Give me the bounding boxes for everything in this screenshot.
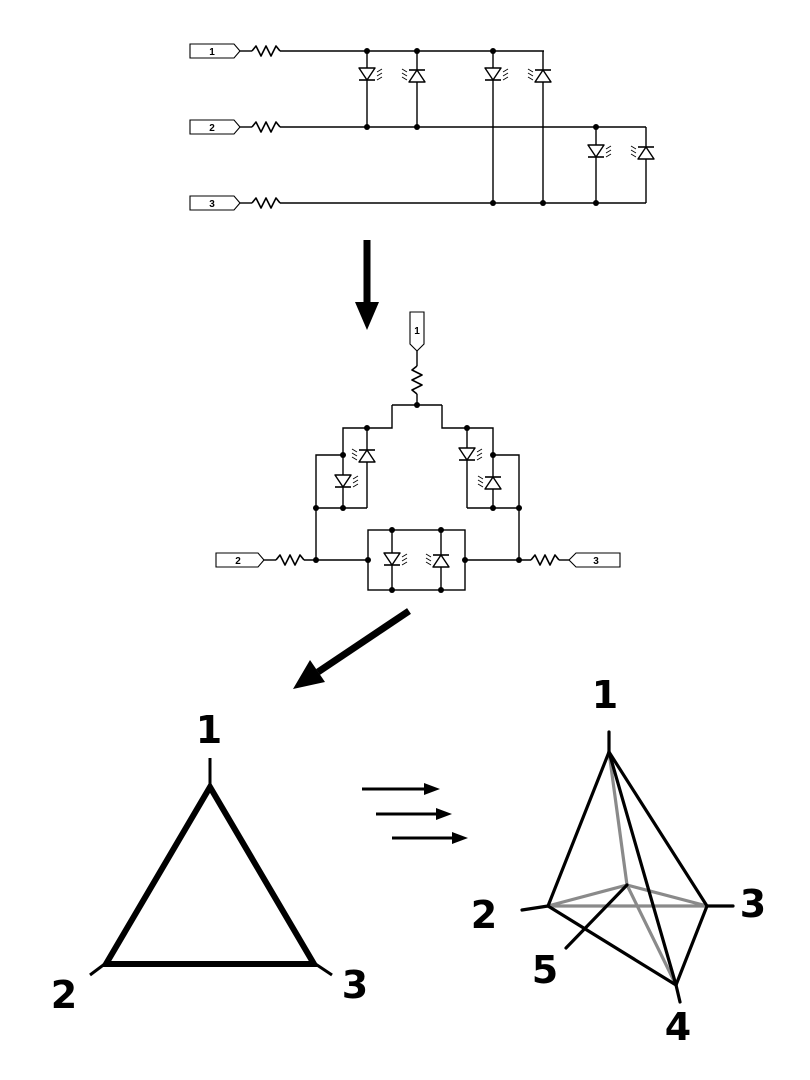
right-arrows	[362, 783, 468, 844]
resistor-3	[251, 197, 281, 209]
mid-resistor-2	[275, 554, 305, 566]
input-tag-1: 1	[189, 43, 241, 59]
mid-led-2-3-forward	[383, 547, 408, 573]
resistor-1	[251, 45, 281, 57]
tetra-node-4-label: 4	[665, 1005, 691, 1049]
resistor-2	[251, 121, 281, 133]
input-tag-3-label: 3	[209, 199, 215, 210]
led-2-3-reverse	[630, 139, 655, 165]
tetra-node-3-label: 3	[740, 882, 766, 926]
mid-input-tag-2: 2	[215, 552, 265, 568]
input-tag-1-label: 1	[209, 47, 215, 58]
hidden-edges	[546, 750, 709, 987]
led-1-3-reverse	[527, 62, 552, 88]
triangle-edges	[100, 781, 320, 967]
tetra-node-1-label: 1	[592, 673, 618, 717]
mid-led-1-2-forward	[334, 469, 359, 495]
mid-input-tag-3-label: 3	[593, 556, 599, 567]
mid-led-1-2-reverse	[351, 442, 376, 468]
top-schematic: 1 2 3	[189, 43, 655, 211]
mid-input-tag-2-label: 2	[235, 556, 241, 567]
down-arrow	[355, 240, 379, 330]
visible-edges	[546, 750, 709, 987]
mid-input-tag-3: 3	[568, 552, 621, 568]
input-tag-3: 3	[189, 195, 241, 211]
mid-resistor-1	[411, 365, 423, 395]
mid-led-1-3-forward	[458, 442, 483, 468]
led-1-2-reverse	[401, 62, 426, 88]
triangle-node-2-label: 2	[51, 973, 77, 1017]
triangle-graph: 1 2 3	[51, 708, 368, 1017]
led-1-2-forward	[358, 62, 383, 88]
mid-input-tag-1: 1	[409, 311, 425, 352]
tetra-node-5-label: 5	[532, 948, 558, 992]
diagonal-arrow	[293, 608, 411, 689]
mid-input-tag-1-label: 1	[414, 326, 420, 337]
led-1-3-forward	[484, 62, 509, 88]
mid-resistor-3	[530, 554, 560, 566]
mid-led-1-3-reverse	[477, 469, 502, 495]
mid-led-2-3-reverse	[425, 547, 450, 573]
led-2-3-forward	[587, 139, 612, 165]
middle-schematic: 1 2	[215, 311, 621, 593]
triangle-node-1-label: 1	[196, 708, 222, 752]
triangle-node-3-label: 3	[342, 963, 368, 1007]
tetrahedron-graph: 1 2 3 4 5	[471, 673, 766, 1049]
tetra-node-2-label: 2	[471, 893, 497, 937]
input-tag-2-label: 2	[209, 123, 215, 134]
input-tag-2: 2	[189, 119, 241, 135]
